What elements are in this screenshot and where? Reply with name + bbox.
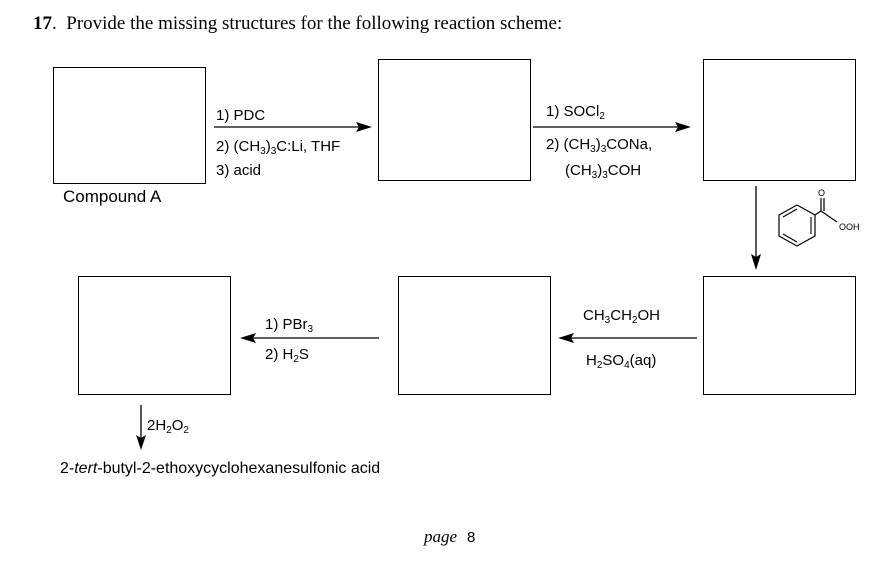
- page-word: page: [424, 527, 458, 546]
- step5-arrow: [240, 333, 379, 343]
- structure-box-compound-a[interactable]: [53, 67, 206, 184]
- step1-reagent2: 2) (CH3)3C:Li, THF: [216, 138, 341, 157]
- compound-a-label: Compound A: [63, 187, 162, 206]
- page-number: 8: [467, 529, 476, 546]
- step5-reagent2: 2) H2S: [265, 346, 309, 365]
- step2-reagent3: (CH3)3COH: [565, 162, 642, 181]
- step4-reagent-top: CH3CH2OH: [583, 307, 660, 326]
- step1-reagent3: 3) acid: [216, 162, 262, 179]
- step6-arrow: [136, 405, 146, 450]
- step2-reagent2: 2) (CH3)3CONa,: [546, 136, 653, 155]
- page-footer: page 8: [424, 527, 475, 547]
- structure-box-3[interactable]: [703, 59, 856, 181]
- step4-arrow: [558, 333, 697, 343]
- question-number: 17: [33, 13, 52, 34]
- final-product-name: 2-tert-butyl-2-ethoxycyclohexanesulfonic…: [60, 460, 381, 477]
- step2-arrow: [533, 122, 691, 132]
- step3-arrow: [751, 186, 761, 270]
- peroxybenzoic-acid-structure: O OOH: [778, 188, 860, 247]
- step1-reagent1: 1) PDC: [216, 107, 266, 124]
- question-text: Provide the missing structures for the f…: [66, 13, 563, 34]
- structure-box-6[interactable]: [78, 276, 231, 395]
- structure-box-2[interactable]: [378, 59, 531, 181]
- step6-reagent: 2H2O2: [147, 417, 189, 436]
- structure-box-5[interactable]: [398, 276, 551, 395]
- step5-reagent1: 1) PBr3: [265, 316, 314, 335]
- carbonyl-oxygen-label: O: [818, 188, 825, 198]
- step4-reagent-bottom: H2SO4(aq): [586, 352, 657, 371]
- step1-arrow: [214, 122, 372, 132]
- question-heading: 17. Provide the missing structures for t…: [33, 13, 563, 34]
- peroxy-group-label: OOH: [839, 222, 860, 232]
- step2-reagent1: 1) SOCl2: [546, 103, 605, 122]
- structure-box-4[interactable]: [703, 276, 856, 395]
